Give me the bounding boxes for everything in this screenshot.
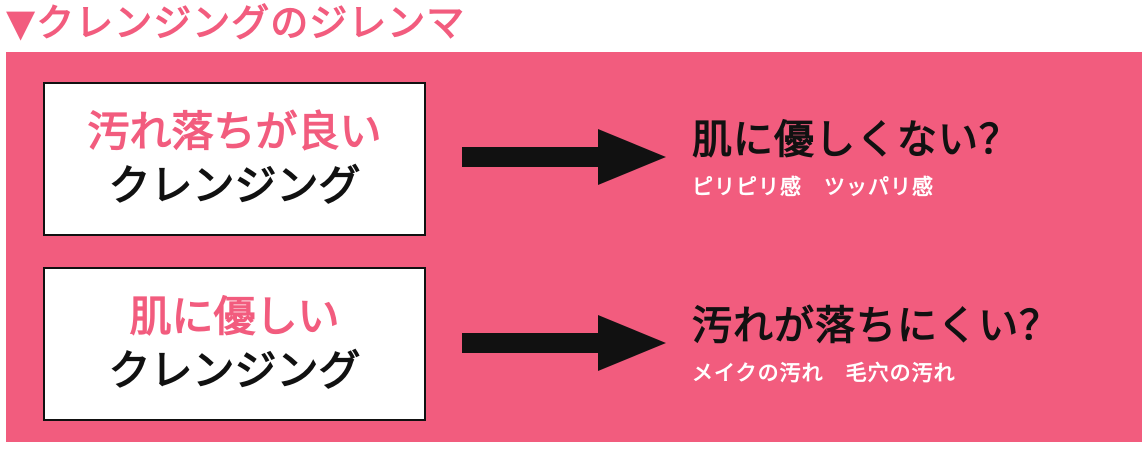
result-question: 汚れが落ちにくい？ [692,303,1061,349]
option-box-strong-cleansing: 汚れ落ちが良い クレンジング [43,82,426,236]
dilemma-panel: 汚れ落ちが良い クレンジング 肌に優しくない？ ピリピリ感 ツッパリ感 肌に優し… [6,52,1142,442]
result-detail: ピリピリ感 ツッパリ感 [692,175,934,199]
option-box-gentle-cleansing: 肌に優しい クレンジング [43,267,426,421]
right-arrow-icon [462,315,666,371]
result-question: 肌に優しくない？ [692,117,1020,163]
option-label-cleansing: クレンジング [108,161,361,210]
result-harsh-on-skin: 肌に優しくない？ ピリピリ感 ツッパリ感 [692,114,1020,202]
option-label-strong: 汚れ落ちが良い [87,107,382,156]
result-weak-cleaning: 汚れが落ちにくい？ メイクの汚れ 毛穴の汚れ [692,300,1060,388]
option-label-cleansing: クレンジング [108,346,361,395]
diagram-heading: ▼クレンジングのジレンマ [6,1,466,45]
result-detail: メイクの汚れ 毛穴の汚れ [692,361,956,385]
option-label-gentle: 肌に優しい [129,292,340,341]
right-arrow-icon [462,129,666,185]
